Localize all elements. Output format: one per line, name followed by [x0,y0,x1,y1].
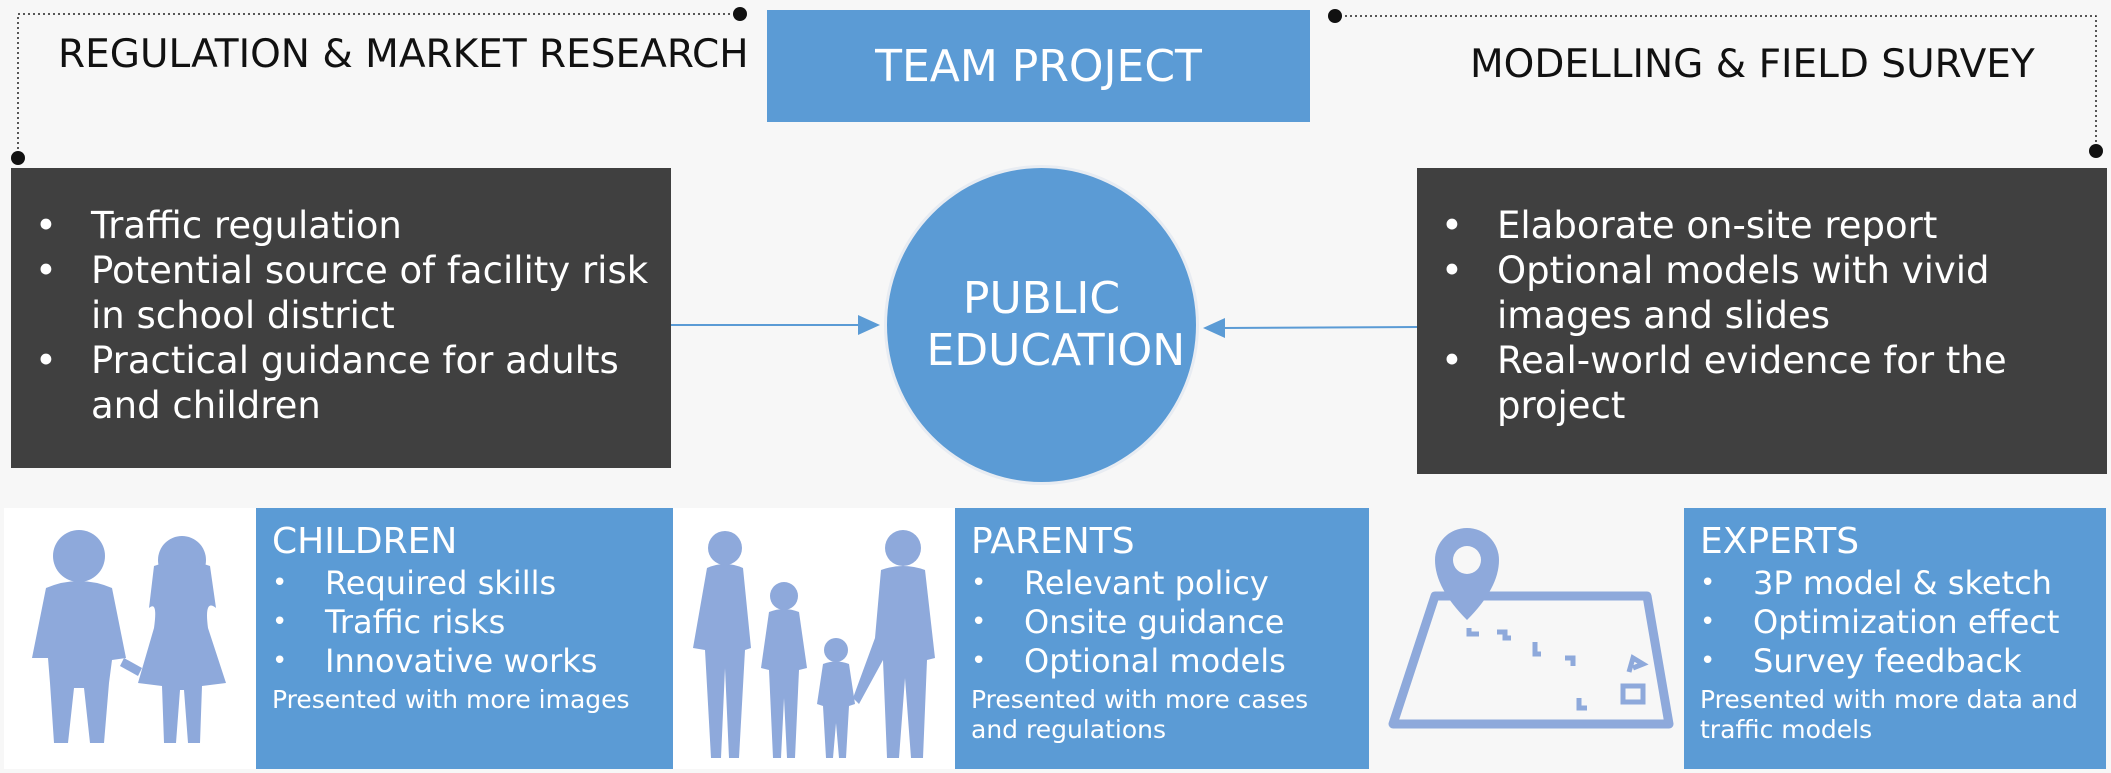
left-info-list: Traffic regulation Potential source of f… [11,203,671,428]
right-bracket-dot-bottom [2089,144,2103,158]
parents-card-item: Relevant policy [971,564,1355,603]
children-image-panel [4,508,256,769]
team-project-box: TEAM PROJECT [767,10,1310,122]
left-section-heading: REGULATION & MARKET RESEARCH [58,32,749,77]
right-bracket-dot-top [1328,9,1342,23]
public-education-label: PUBLIC EDUCATION [926,273,1186,376]
children-card-note: Presented with more images [272,685,630,714]
children-card-title: CHILDREN [272,521,458,562]
left-bracket-connector [17,13,740,158]
experts-card: EXPERTS 3P model & sketch Optimization e… [1684,508,2106,769]
parents-image-panel [673,508,955,769]
children-card-item: Traffic risks [272,603,659,642]
left-bracket-dot-top [733,7,747,21]
family-silhouette-icon [693,530,935,758]
children-card-list: Required skills Traffic risks Innovative… [272,564,659,681]
experts-card-item: Survey feedback [1700,642,2092,681]
parents-card-item: Onsite guidance [971,603,1355,642]
right-info-item: Real-world evidence for the project [1417,338,2107,428]
right-info-item: Optional models with vivid images and sl… [1417,248,2107,338]
children-card: CHILDREN Required skills Traffic risks I… [256,508,673,769]
experts-card-note: Presented with more data and traffic mod… [1700,685,2078,744]
parents-card-list: Relevant policy Onsite guidance Optional… [971,564,1355,681]
right-info-box: Elaborate on-site report Optional models… [1417,168,2107,474]
right-info-list: Elaborate on-site report Optional models… [1417,203,2107,428]
parents-card-item: Optional models [971,642,1355,681]
children-silhouette-icon [32,530,226,743]
parents-card-note: Presented with more cases and regulation… [971,685,1309,744]
public-education-circle: PUBLIC EDUCATION [884,165,1199,485]
right-bracket-connector [1335,15,2097,151]
right-info-item: Elaborate on-site report [1417,203,2107,248]
left-arrow [671,315,880,335]
children-card-item: Required skills [272,564,659,603]
map-pin-icon [1388,528,1674,729]
parents-card-title: PARENTS [971,521,1135,562]
right-arrow [1203,318,1418,338]
left-bracket-dot-bottom [11,151,25,165]
experts-card-item: 3P model & sketch [1700,564,2092,603]
right-section-heading: MODELLING & FIELD SURVEY [1470,42,2035,87]
left-info-item: Traffic regulation [11,203,671,248]
experts-image-panel [1369,508,1684,769]
experts-card-title: EXPERTS [1700,521,1860,562]
children-card-item: Innovative works [272,642,659,681]
parents-card: PARENTS Relevant policy Onsite guidance … [955,508,1369,769]
experts-card-item: Optimization effect [1700,603,2092,642]
experts-card-list: 3P model & sketch Optimization effect Su… [1700,564,2092,681]
left-info-item: Practical guidance for adults and childr… [11,338,671,428]
left-info-item: Potential source of facility risk in sch… [11,248,671,338]
left-info-box: Traffic regulation Potential source of f… [11,168,671,468]
